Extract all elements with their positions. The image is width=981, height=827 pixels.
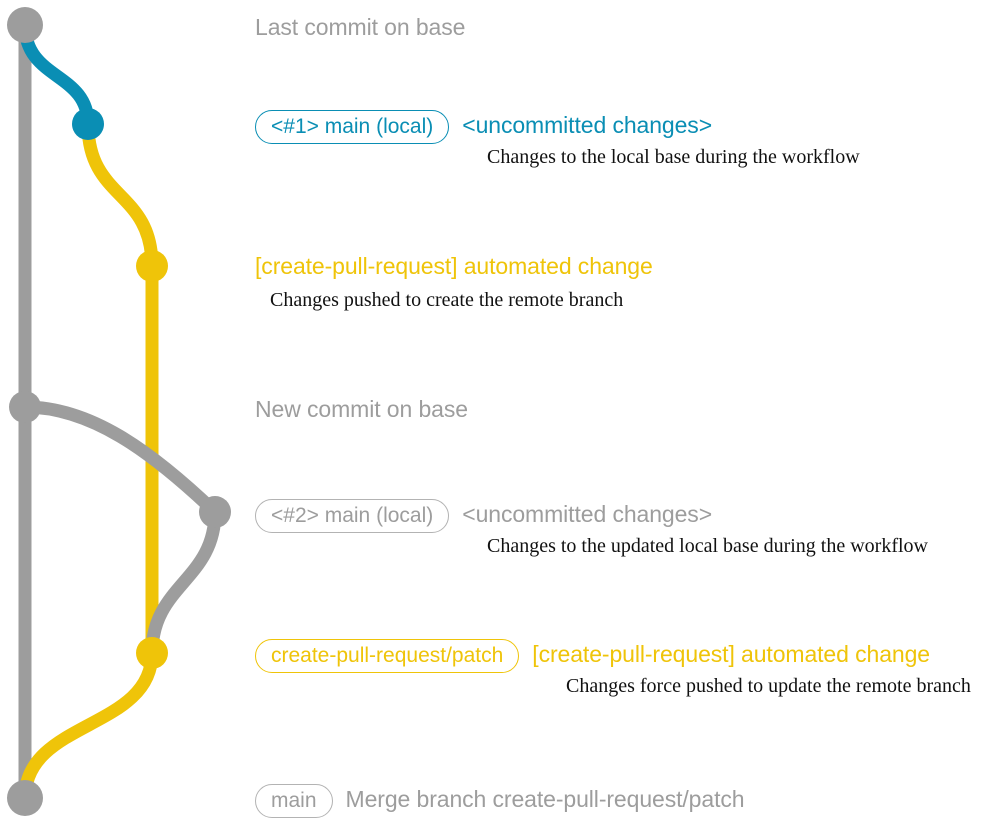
commit-subject: New commit on base bbox=[255, 396, 468, 422]
edge-local1-to-patch1 bbox=[81, 117, 159, 273]
edge-patch2-to-merge bbox=[18, 646, 159, 805]
commit-description-automated-change-1: Changes pushed to create the remote bran… bbox=[270, 289, 624, 311]
commit-subject: Last commit on base bbox=[255, 14, 466, 40]
edge-local2-to-patch2 bbox=[145, 505, 222, 660]
commit-row-last-commit-on-base: Last commit on base bbox=[255, 14, 465, 41]
commit-subject: [create-pull-request] automated change bbox=[532, 641, 930, 667]
branch-tag-create-pull-request-patch[interactable]: create-pull-request/patch bbox=[255, 639, 520, 673]
node-last-commit-on-base[interactable] bbox=[7, 7, 43, 43]
node-main-local-1[interactable] bbox=[72, 108, 104, 140]
commit-row-automated-change-2: create-pull-request/patch [create-pull-r… bbox=[255, 639, 930, 673]
branch-tag-main-local-2[interactable]: <#2> main (local) bbox=[255, 499, 450, 533]
commit-description-main-local-2: Changes to the updated local base during… bbox=[487, 535, 928, 557]
commit-row-main-local-2: <#2> main (local) <uncommitted changes> bbox=[255, 499, 712, 533]
commit-description-automated-change-2: Changes force pushed to update the remot… bbox=[566, 675, 971, 697]
node-automated-change-1[interactable] bbox=[136, 250, 168, 282]
commit-row-new-commit-on-base: New commit on base bbox=[255, 396, 468, 423]
commit-row-automated-change-1: [create-pull-request] automated change bbox=[255, 253, 653, 280]
commit-subject: [create-pull-request] automated change bbox=[255, 253, 653, 279]
node-new-commit-on-base[interactable] bbox=[9, 391, 41, 423]
commit-subject: Merge branch create-pull-request/patch bbox=[345, 786, 745, 812]
commit-row-main-local-1: <#1> main (local) <uncommitted changes> bbox=[255, 110, 712, 144]
commit-subject: <uncommitted changes> bbox=[462, 501, 713, 527]
commit-description-main-local-1: Changes to the local base during the wor… bbox=[487, 146, 860, 168]
commit-row-merge-commit: main Merge branch create-pull-request/pa… bbox=[255, 784, 745, 818]
edge-base-to-local2 bbox=[18, 400, 222, 519]
branch-tag-main-local-1[interactable]: <#1> main (local) bbox=[255, 110, 450, 144]
node-automated-change-2[interactable] bbox=[136, 637, 168, 669]
node-main-local-2[interactable] bbox=[199, 496, 231, 528]
commit-subject: <uncommitted changes> bbox=[462, 112, 713, 138]
branch-tag-main[interactable]: main bbox=[255, 784, 333, 818]
node-merge-commit[interactable] bbox=[7, 780, 43, 816]
